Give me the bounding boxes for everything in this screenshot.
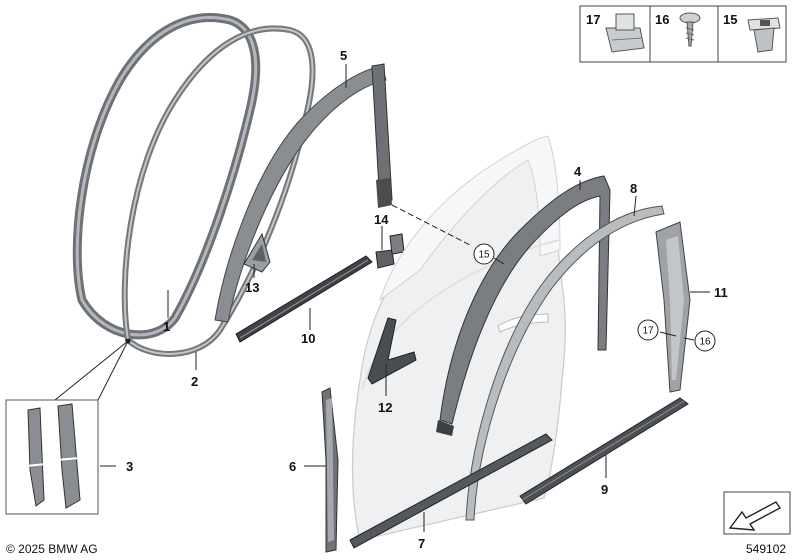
copyright-text: © 2025 BMW AG — [6, 542, 98, 556]
part-7-sill-strip — [349, 433, 553, 549]
expanding-nut-icon — [747, 17, 781, 53]
part-14-bracket — [375, 233, 405, 269]
callout-3: 3 — [126, 459, 133, 474]
screw-icon — [679, 12, 701, 47]
part-9-lower-strip — [519, 397, 689, 505]
part-13-mirror-triangle — [243, 232, 271, 273]
callout-14: 14 — [374, 212, 389, 227]
diagram-number: 549102 — [746, 542, 786, 556]
callout-labels: 1 2 3 4 5 6 7 8 9 10 11 12 13 14 — [126, 48, 728, 551]
leader-lines — [54, 64, 710, 532]
callout-11: 11 — [714, 285, 728, 300]
callout-9: 9 — [601, 482, 608, 497]
part-8-outer-seal — [465, 205, 665, 521]
callout-2: 2 — [191, 374, 198, 389]
legend-16-label: 16 — [655, 12, 669, 27]
part-11-pillar-trim — [655, 221, 691, 393]
callout-4: 4 — [574, 164, 582, 179]
part-10-belt-strip — [235, 255, 373, 343]
part-12-inner-trim — [367, 317, 417, 385]
circled-callouts: 15 17 16 — [473, 243, 716, 352]
circled-callout-15: 15 — [478, 250, 490, 261]
legend-17-label: 17 — [586, 12, 600, 27]
callout-1: 1 — [163, 319, 170, 334]
legend-15-label: 15 — [723, 12, 737, 27]
circled-callout-17: 17 — [642, 326, 654, 337]
callout-10: 10 — [301, 331, 315, 346]
callout-6: 6 — [289, 459, 296, 474]
part-3-detail-box — [5, 399, 99, 515]
parts-legend: 17 16 15 — [579, 5, 787, 63]
callout-5: 5 — [340, 48, 347, 63]
part-1-door-seal — [72, 13, 261, 340]
part-6-door-edge-seal — [321, 387, 339, 553]
callout-7: 7 — [418, 536, 425, 551]
callout-13: 13 — [245, 280, 259, 295]
part-5-window-frame-seal — [214, 63, 393, 323]
callout-8: 8 — [630, 181, 637, 196]
clip-nut-icon — [605, 13, 645, 53]
callout-12: 12 — [378, 400, 392, 415]
circled-callout-16: 16 — [699, 337, 711, 348]
part-4-door-frame-seal — [436, 175, 611, 436]
arrow-icon — [723, 491, 791, 535]
